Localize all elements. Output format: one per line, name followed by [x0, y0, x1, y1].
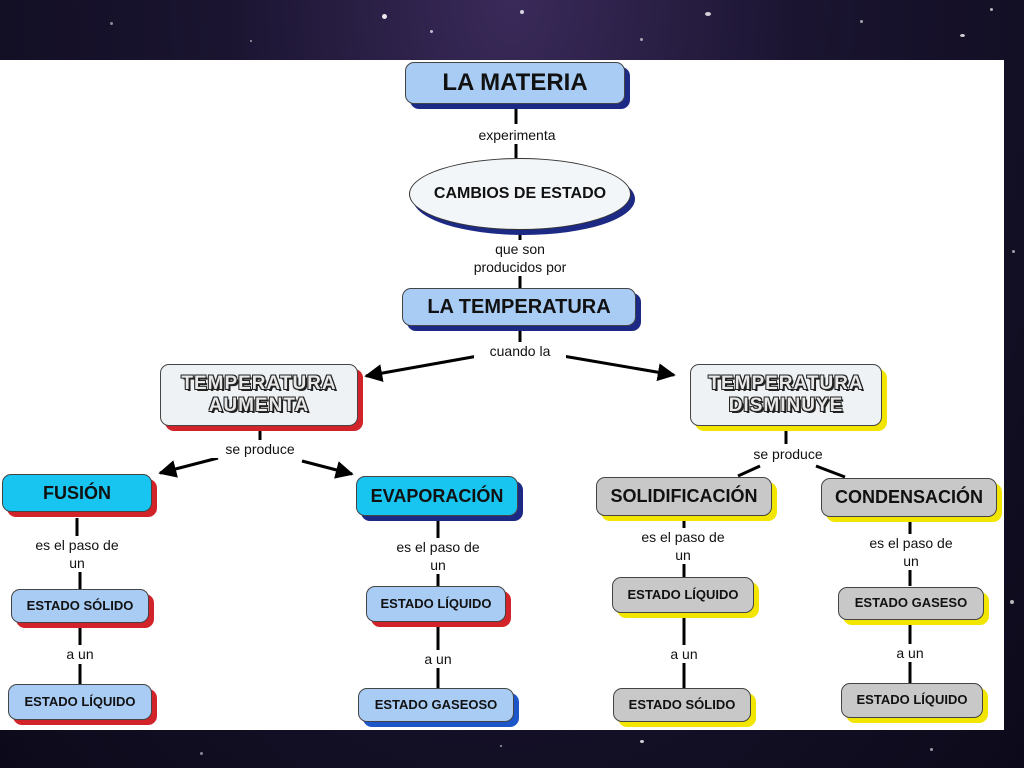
node-cambios-de-estado: CAMBIOS DE ESTADO	[409, 158, 631, 230]
node-la-materia: LA MATERIA	[405, 62, 625, 104]
node-evaporacion-to-state: ESTADO GASEOSO	[358, 688, 514, 722]
link-label-paso-fusion: es el paso de un	[22, 536, 132, 573]
node-solidificacion-from-state: ESTADO LÍQUIDO	[612, 577, 754, 613]
link-label-paso-evaporacion: es el paso de un	[383, 538, 493, 575]
link-label-cuando-la: cuando la	[474, 342, 566, 361]
node-solidificacion: SOLIDIFICACIÓN	[596, 477, 772, 516]
node-solidificacion-to-state: ESTADO SÓLIDO	[613, 688, 751, 722]
node-fusion-to-state: ESTADO LÍQUIDO	[8, 684, 152, 720]
link-label-a-un-solidificacion: a un	[660, 645, 708, 664]
link-label-experimenta: experimenta	[462, 126, 572, 145]
node-fusion: FUSIÓN	[2, 474, 152, 512]
link-label-paso-condensacion: es el paso de un	[856, 534, 966, 571]
link-label-a-un-condensacion: a un	[886, 644, 934, 663]
node-condensacion-from-state: ESTADO GASESO	[838, 587, 984, 620]
node-temperatura-aumenta: TEMPERATURA AUMENTA	[160, 364, 358, 426]
node-evaporacion-from-state: ESTADO LÍQUIDO	[366, 586, 506, 622]
node-condensacion-to-state: ESTADO LÍQUIDO	[841, 683, 983, 718]
link-label-a-un-fusion: a un	[56, 645, 104, 664]
link-label-se-produce-left: se produce	[212, 440, 308, 459]
link-label-se-produce-right: se produce	[740, 445, 836, 464]
node-fusion-from-state: ESTADO SÓLIDO	[11, 589, 149, 623]
node-condensacion: CONDENSACIÓN	[821, 478, 997, 517]
node-temperatura-disminuye: TEMPERATURA DISMINUYE	[690, 364, 882, 426]
node-la-temperatura: LA TEMPERATURA	[402, 288, 636, 326]
link-label-producidos-por: que son producidos por	[455, 240, 585, 277]
link-label-a-un-evaporacion: a un	[414, 650, 462, 669]
link-label-paso-solidificacion: es el paso de un	[628, 528, 738, 565]
node-evaporacion: EVAPORACIÓN	[356, 476, 518, 516]
